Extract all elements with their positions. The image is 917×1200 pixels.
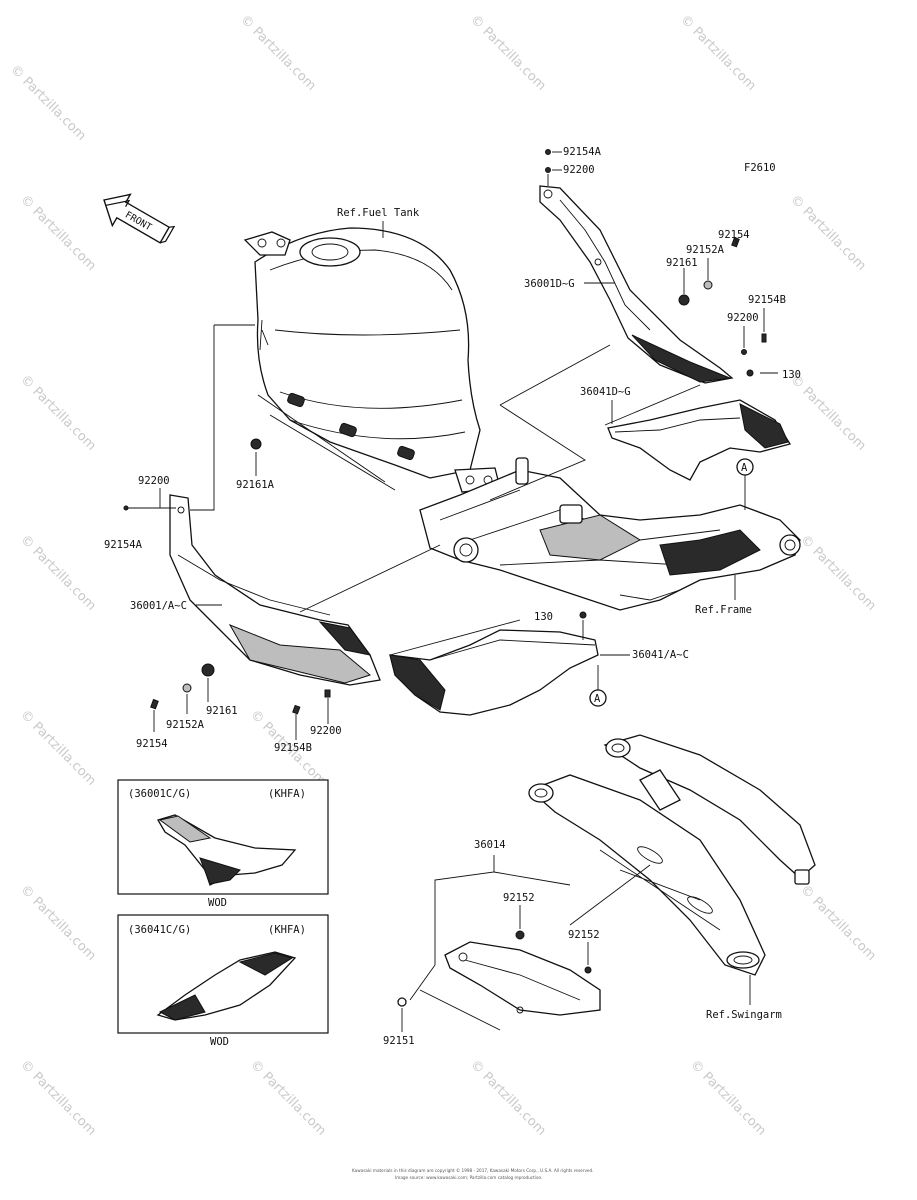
part-label-92200-right: 92200 [727, 312, 759, 324]
watermark: © Partzilla.com [17, 372, 99, 454]
watermark: © Partzilla.com [237, 12, 319, 94]
watermark: © Partzilla.com [787, 192, 869, 274]
part-label-36001d-g: 36001D~G [524, 278, 575, 290]
part-label-36041-a-c: 36041/A~C [632, 649, 689, 661]
swingarm-drawing [528, 734, 816, 976]
part-label-92152a-left: 92152A [166, 719, 205, 731]
watermark: © Partzilla.com [247, 1057, 329, 1139]
part-label-92154a: 92154A [563, 146, 602, 158]
part-label-92154a-left: 92154A [104, 539, 143, 551]
watermark: © Partzilla.com [17, 707, 99, 789]
cover-36001d-g-drawing [539, 185, 734, 384]
watermark: © Partzilla.com [17, 1057, 99, 1139]
inset-1-color: WOD [208, 897, 227, 909]
chain-guard-36014-drawing [444, 941, 601, 1016]
part-label-36014: 36014 [474, 839, 506, 851]
inset-1-variant: (KHFA) [268, 788, 306, 800]
part-label-130-center: 130 [534, 611, 553, 623]
callout-a-label-2: A [594, 693, 601, 705]
watermark: © Partzilla.com [467, 1057, 549, 1139]
cover-36001-a-c-drawing [169, 494, 381, 686]
part-label-36001-a-c: 36001/A~C [130, 600, 187, 612]
watermark: © Partzilla.com [677, 12, 759, 94]
front-arrow-icon: FRONT [103, 193, 176, 244]
ref-fuel-tank-label: Ref.Fuel Tank [337, 207, 420, 219]
part-label-92151: 92151 [383, 1035, 415, 1047]
inset-1-model: (36001C/G) [128, 788, 191, 800]
footer-line-1: Kawasaki materials in this diagram are c… [352, 1168, 594, 1173]
inset-2-variant: (KHFA) [268, 924, 306, 936]
watermark: © Partzilla.com [7, 62, 89, 144]
watermark: © Partzilla.com [17, 882, 99, 964]
part-label-92154b: 92154B [748, 294, 786, 306]
watermark: © Partzilla.com [17, 192, 99, 274]
cover-36041-a-c-drawing [389, 611, 599, 716]
watermark: © Partzilla.com [797, 532, 879, 614]
part-label-92154-left: 92154 [136, 738, 168, 750]
part-label-92200: 92200 [563, 164, 595, 176]
part-label-92152-a: 92152 [503, 892, 535, 904]
ref-swingarm-label: Ref.Swingarm [706, 1009, 782, 1021]
part-label-92154: 92154 [718, 229, 750, 241]
part-label-36041d-g: 36041D~G [580, 386, 631, 398]
ref-frame-label: Ref.Frame [695, 604, 752, 616]
figure-code: F2610 [744, 162, 776, 174]
inset-box-2: (36041C/G) (KHFA) WOD [117, 914, 329, 1048]
part-label-92161-left: 92161 [206, 705, 238, 717]
part-label-92200-bottom: 92200 [310, 725, 342, 737]
part-label-92161: 92161 [666, 257, 698, 269]
watermark: © Partzilla.com [797, 882, 879, 964]
footer-line-2: Image source: www.kawasaki.com; Partzill… [395, 1175, 543, 1180]
watermark: © Partzilla.com [787, 372, 869, 454]
fuel-tank-drawing [243, 227, 501, 493]
cover-36041d-g-drawing [607, 399, 792, 481]
inset-2-model: (36041C/G) [128, 924, 191, 936]
part-label-92200-left: 92200 [138, 475, 170, 487]
inset-box-1: (36001C/G) (KHFA) WOD [117, 779, 329, 909]
frame-drawing [419, 457, 801, 611]
part-label-92161a: 92161A [236, 479, 275, 491]
watermark: © Partzilla.com [17, 532, 99, 614]
part-label-92152-b: 92152 [568, 929, 600, 941]
watermark: © Partzilla.com [687, 1057, 769, 1139]
part-label-92152a: 92152A [686, 244, 725, 256]
inset-2-color: WOD [210, 1036, 229, 1048]
watermark: © Partzilla.com [467, 12, 549, 94]
part-label-130: 130 [782, 369, 801, 381]
callout-a-label: A [741, 462, 748, 474]
part-label-92154b-left: 92154B [274, 742, 312, 754]
